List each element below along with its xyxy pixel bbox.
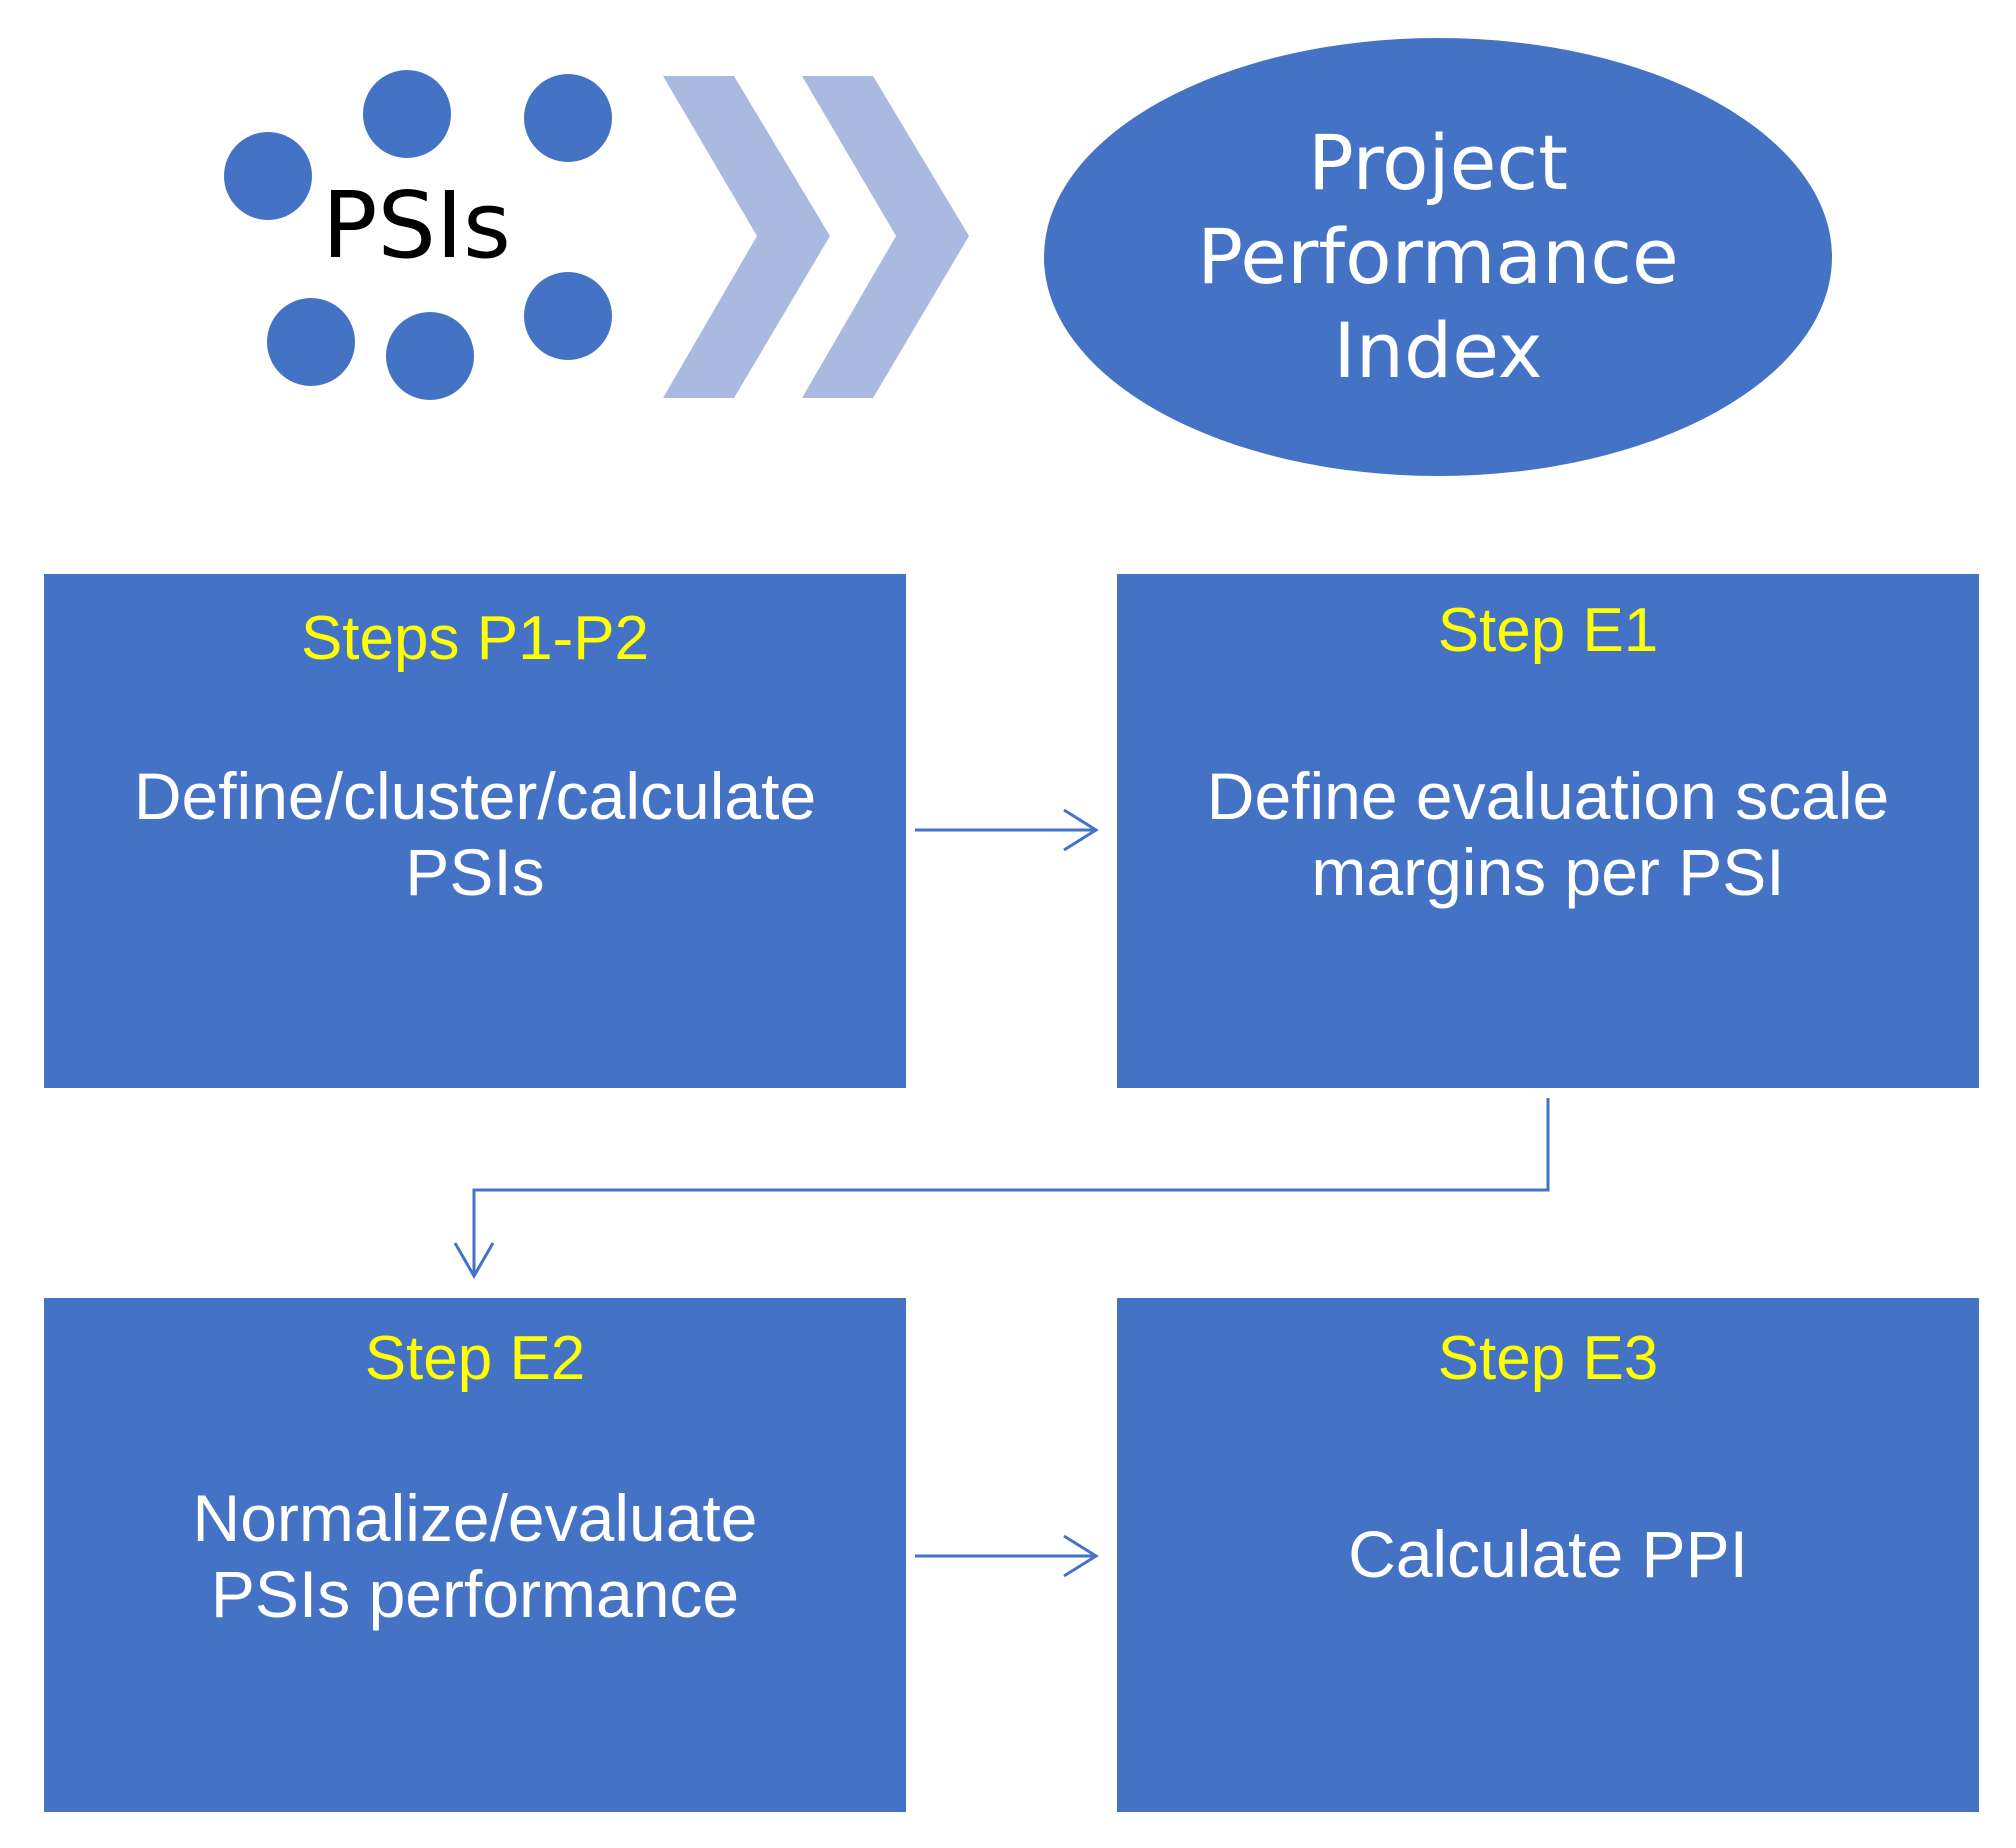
step-description: Define evaluation scale margins per PSI xyxy=(1206,759,1890,909)
step-title: Step E3 xyxy=(1437,1324,1659,1393)
chevron-icon xyxy=(663,76,830,398)
step-description: Define/cluster/calculate PSIs xyxy=(133,759,817,909)
step-e2-box: Step E2 Normalize/evaluate PSIs performa… xyxy=(44,1298,906,1812)
step-title: Steps P1-P2 xyxy=(300,604,650,673)
step-p1-p2-box: Steps P1-P2 Define/cluster/calculate PSI… xyxy=(44,574,906,1088)
psi-dot xyxy=(386,312,474,400)
arrow-p1p2-to-e1 xyxy=(915,808,1099,852)
chevron-icon xyxy=(802,76,969,398)
arrow-e1-to-e2 xyxy=(453,1098,1550,1280)
index-line: Index xyxy=(1333,306,1543,395)
psis-label: PSIs xyxy=(322,172,511,279)
arrow-e2-to-e3 xyxy=(915,1534,1099,1578)
step-e3-box: Step E3 Calculate PPI xyxy=(1117,1298,1979,1812)
index-line: Project xyxy=(1307,118,1569,207)
psi-dot xyxy=(267,298,355,386)
index-line: Performance xyxy=(1197,212,1679,301)
psi-dot xyxy=(363,70,451,158)
step-description: Calculate PPI xyxy=(1348,1517,1748,1591)
step-title: Step E1 xyxy=(1437,596,1659,665)
step-e1-box: Step E1 Define evaluation scale margins … xyxy=(1117,574,1979,1088)
psi-dot xyxy=(224,132,312,220)
psi-dot xyxy=(524,74,612,162)
psi-dot xyxy=(524,272,612,360)
project-performance-index: Project Performance Index xyxy=(1044,38,1832,476)
step-title: Step E2 xyxy=(364,1324,586,1393)
step-description: Normalize/evaluate PSIs performance xyxy=(192,1481,758,1631)
